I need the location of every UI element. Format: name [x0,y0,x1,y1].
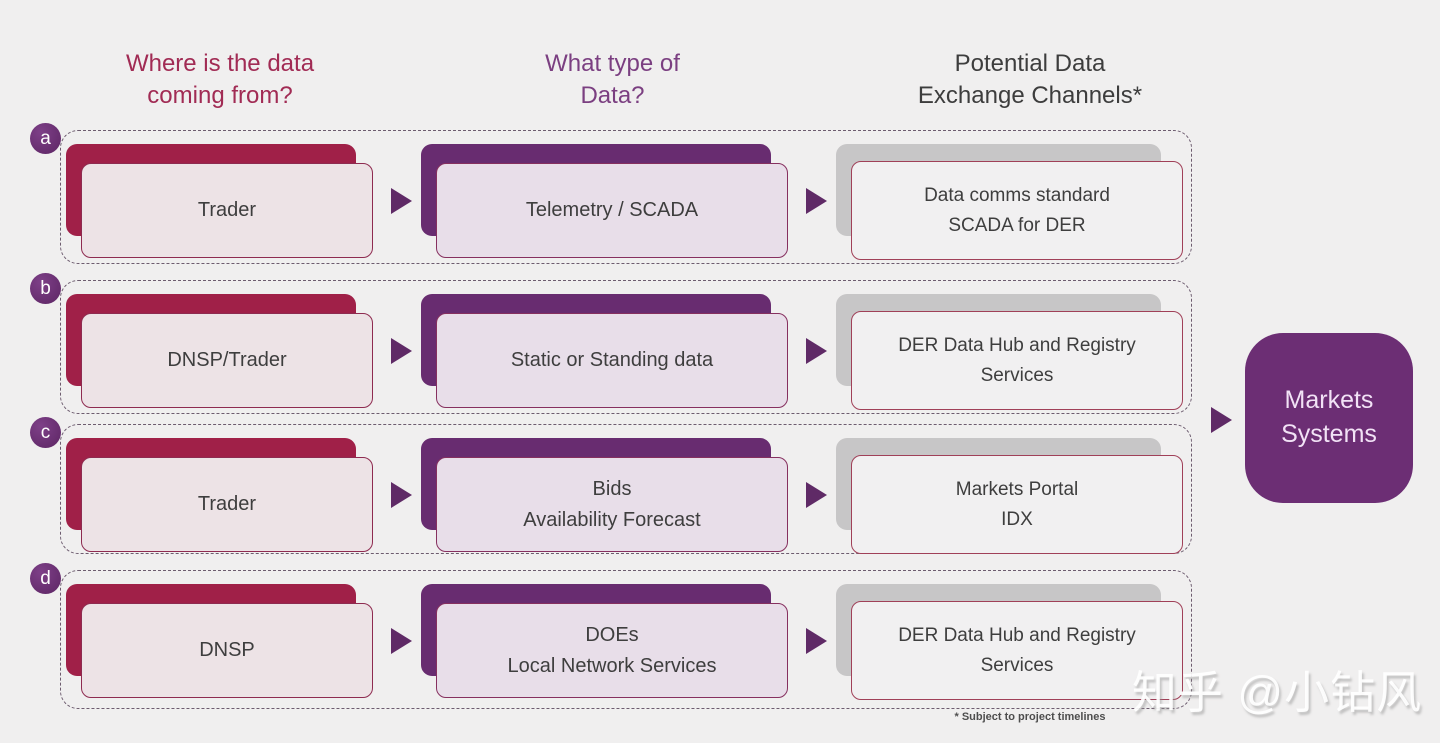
row-b-badge: b [30,273,61,304]
arrow-right-icon [391,482,412,508]
flow-row-c: c Trader Bids Availability Forecast Mark… [30,417,1192,554]
channel-box: DER Data Hub and Registry Services [851,601,1183,700]
source-label: DNSP/Trader [167,349,287,371]
data-type-label: Static or Standing data [510,349,714,371]
arrow-right-icon [806,188,827,214]
source-label: DNSP [199,639,255,661]
data-type-box: Static or Standing data [436,313,788,408]
flow-row-b: b DNSP/Trader Static or Standing data DE… [30,273,1192,414]
arrow-to-markets-icon [1211,407,1232,433]
channel-box: DER Data Hub and Registry Services [851,311,1183,410]
column-header-data-type: What type of Data? [545,50,680,110]
data-type-box: Bids Availability Forecast [436,457,788,552]
data-type-label: Bids Availability Forecast [523,477,701,531]
source-box: Trader [81,163,373,258]
source-box: DNSP/Trader [81,313,373,408]
channel-label: Markets Portal IDX [955,479,1079,530]
source-box: DNSP [81,603,373,698]
source-label: Trader [197,493,257,515]
row-d-badge: d [30,563,61,594]
arrow-right-icon [391,628,412,654]
channel-label: DER Data Hub and Registry Services [898,335,1136,386]
channel-label: DER Data Hub and Registry Services [898,625,1136,676]
data-type-label: Telemetry / SCADA [525,199,699,221]
column-header-source: Where is the data coming from? [125,50,315,110]
source-box: Trader [81,457,373,552]
markets-systems-box: Markets Systems [1245,333,1413,503]
arrow-right-icon [806,628,827,654]
watermark: 知乎 @小钻风 [1131,667,1423,718]
channel-label: Data comms standard SCADA for DER [924,185,1110,236]
channel-box: Markets Portal IDX [851,455,1183,554]
row-a-badge: a [30,123,61,154]
arrow-right-icon [391,188,412,214]
arrow-right-icon [391,338,412,364]
column-header-channels: Potential Data Exchange Channels* [917,50,1143,110]
markets-systems-label: Markets Systems [1281,386,1377,448]
data-type-box: Telemetry / SCADA [436,163,788,258]
row-c-badge: c [30,417,61,448]
flow-row-a: a Trader Telemetry / SCADA Data comms st… [30,123,1192,264]
source-label: Trader [197,199,257,221]
arrow-right-icon [806,338,827,364]
footnote: * Subject to project timelines [954,711,1106,723]
data-type-box: DOEs Local Network Services [436,603,788,698]
channel-box: Data comms standard SCADA for DER [851,161,1183,260]
arrow-right-icon [806,482,827,508]
flow-row-d: d DNSP DOEs Local Network Services DER D… [30,563,1192,709]
data-type-label: DOEs Local Network Services [507,623,717,677]
